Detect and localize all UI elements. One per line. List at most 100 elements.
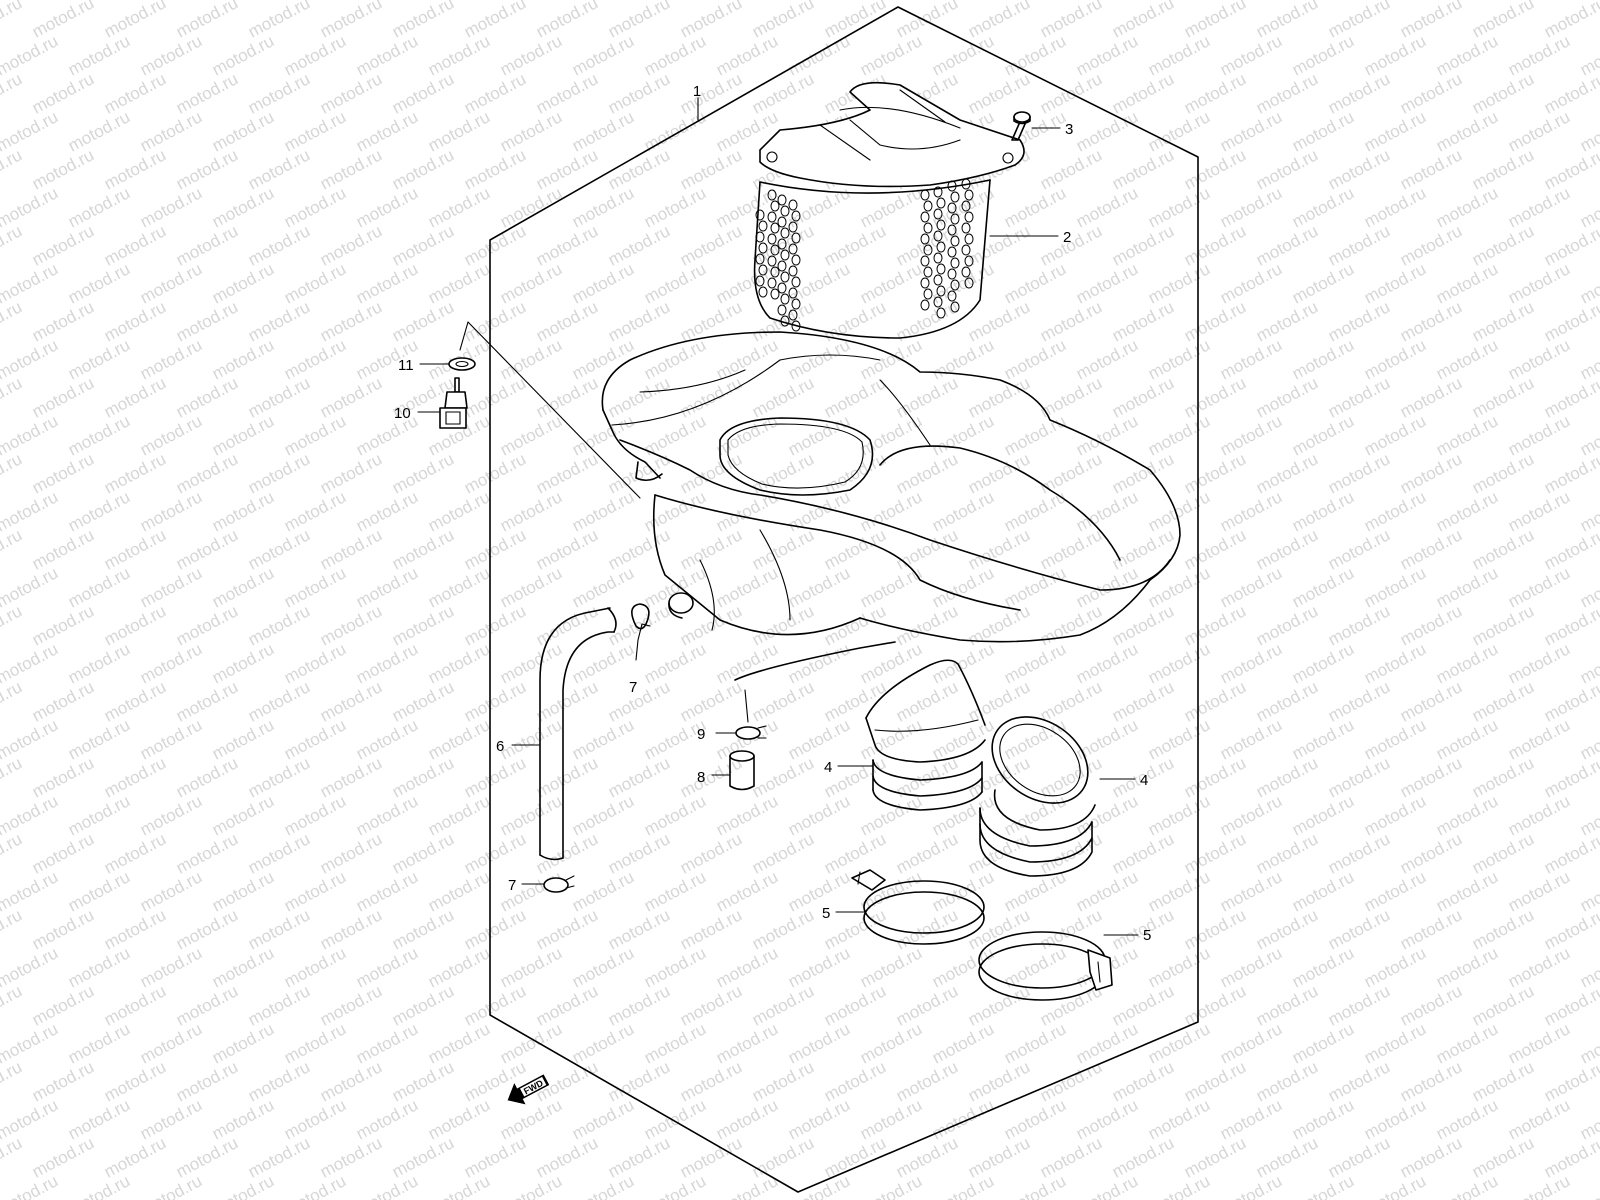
watermark-text: motod.ru bbox=[281, 487, 349, 535]
watermark-text: motod.ru bbox=[1541, 145, 1600, 193]
watermark-text: motod.ru bbox=[209, 791, 277, 839]
watermark-text: motod.ru bbox=[965, 981, 1033, 1029]
filter-hole bbox=[755, 209, 765, 221]
watermark-text: motod.ru bbox=[677, 297, 745, 345]
filter-hole bbox=[936, 285, 946, 297]
watermark-text: motod.ru bbox=[425, 487, 493, 535]
watermark-text: motod.ru bbox=[461, 981, 529, 1029]
watermark-text: motod.ru bbox=[1397, 1133, 1465, 1181]
watermark-text: motod.ru bbox=[1469, 0, 1537, 42]
watermark-text: motod.ru bbox=[65, 639, 133, 687]
watermark-text: motod.ru bbox=[137, 183, 205, 231]
watermark-text: motod.ru bbox=[65, 1171, 133, 1200]
watermark-text: motod.ru bbox=[317, 297, 385, 345]
intake-air-temp-sensor bbox=[417, 377, 468, 429]
filter-hole bbox=[964, 211, 974, 223]
filter-hole bbox=[758, 220, 768, 232]
watermark-text: motod.ru bbox=[1397, 905, 1465, 953]
watermark-text: motod.ru bbox=[965, 0, 1033, 42]
watermark-text: motod.ru bbox=[101, 145, 169, 193]
filter-hole bbox=[780, 227, 790, 239]
watermark-text: motod.ru bbox=[173, 525, 241, 573]
filter-hole bbox=[964, 233, 974, 245]
watermark-text: motod.ru bbox=[1217, 715, 1285, 763]
watermark-text: motod.ru bbox=[353, 1171, 421, 1200]
watermark-text: motod.ru bbox=[1541, 297, 1600, 345]
watermark-text: motod.ru bbox=[101, 221, 169, 269]
watermark-text: motod.ru bbox=[1217, 31, 1285, 79]
watermark-text: motod.ru bbox=[1325, 221, 1393, 269]
watermark-text: motod.ru bbox=[533, 1133, 601, 1181]
watermark-text: motod.ru bbox=[1505, 639, 1573, 687]
watermark-text: motod.ru bbox=[1217, 259, 1285, 307]
watermark-text: motod.ru bbox=[173, 1057, 241, 1105]
watermark-text: motod.ru bbox=[1217, 867, 1285, 915]
watermark-text: motod.ru bbox=[1217, 1171, 1285, 1200]
watermark-text: motod.ru bbox=[353, 791, 421, 839]
watermark-text: motod.ru bbox=[677, 373, 745, 421]
watermark-text: motod.ru bbox=[749, 373, 817, 421]
watermark-text: motod.ru bbox=[1289, 1019, 1357, 1067]
watermark-text: motod.ru bbox=[1361, 487, 1429, 535]
watermark-text: motod.ru bbox=[1109, 601, 1177, 649]
watermark-text: motod.ru bbox=[1397, 69, 1465, 117]
watermark-text: motod.ru bbox=[713, 487, 781, 535]
watermark-text: motod.ru bbox=[785, 791, 853, 839]
watermark-text: motod.ru bbox=[605, 1057, 673, 1105]
watermark-text: motod.ru bbox=[1181, 981, 1249, 1029]
filter-hole bbox=[770, 222, 780, 234]
watermark-text: motod.ru bbox=[389, 829, 457, 877]
watermark-text: motod.ru bbox=[1037, 145, 1105, 193]
watermark-text: motod.ru bbox=[353, 31, 421, 79]
filter-hole bbox=[950, 235, 960, 247]
watermark-text: motod.ru bbox=[1541, 0, 1600, 42]
filter-hole bbox=[936, 263, 946, 275]
watermark-text: motod.ru bbox=[497, 487, 565, 535]
watermark-text: motod.ru bbox=[101, 69, 169, 117]
watermark-text: motod.ru bbox=[317, 1133, 385, 1181]
hose-clip-lower bbox=[521, 875, 575, 893]
watermark-text: motod.ru bbox=[317, 373, 385, 421]
filter-hole bbox=[964, 277, 974, 289]
watermark-text: motod.ru bbox=[1433, 1171, 1501, 1200]
watermark-text: motod.ru bbox=[209, 943, 277, 991]
watermark-text: motod.ru bbox=[1289, 335, 1357, 383]
watermark-text: motod.ru bbox=[1073, 31, 1141, 79]
watermark-text: motod.ru bbox=[209, 335, 277, 383]
watermark-text: motod.ru bbox=[1505, 715, 1573, 763]
watermark-text: motod.ru bbox=[605, 69, 673, 117]
watermark-text: motod.ru bbox=[1469, 829, 1537, 877]
watermark-text: motod.ru bbox=[893, 1057, 961, 1105]
filter-hole bbox=[964, 255, 974, 267]
watermark-text: motod.ru bbox=[677, 981, 745, 1029]
watermark-text: motod.ru bbox=[1181, 829, 1249, 877]
watermark-text: motod.ru bbox=[1469, 1057, 1537, 1105]
watermark-text: motod.ru bbox=[1109, 1133, 1177, 1181]
watermark-text: motod.ru bbox=[1181, 0, 1249, 42]
watermark-text: motod.ru bbox=[425, 639, 493, 687]
watermark-text: motod.ru bbox=[1397, 525, 1465, 573]
watermark-text: motod.ru bbox=[1109, 145, 1177, 193]
watermark-text: motod.ru bbox=[245, 297, 313, 345]
watermark-text: motod.ru bbox=[137, 943, 205, 991]
callout-6: 6 bbox=[496, 738, 504, 755]
watermark-text: motod.ru bbox=[1145, 335, 1213, 383]
watermark-text: motod.ru bbox=[893, 981, 961, 1029]
filter-hole bbox=[777, 260, 787, 272]
watermark-text: motod.ru bbox=[641, 943, 709, 991]
watermark-text: motod.ru bbox=[425, 31, 493, 79]
watermark-text: motod.ru bbox=[1181, 1133, 1249, 1181]
watermark-text: motod.ru bbox=[1109, 677, 1177, 725]
watermark-text: motod.ru bbox=[461, 145, 529, 193]
watermark-text: motod.ru bbox=[749, 601, 817, 649]
watermark-text: motod.ru bbox=[353, 183, 421, 231]
watermark-text: motod.ru bbox=[857, 259, 925, 307]
watermark-text: motod.ru bbox=[1289, 1095, 1357, 1143]
watermark-text: motod.ru bbox=[245, 981, 313, 1029]
watermark-text: motod.ru bbox=[1109, 525, 1177, 573]
watermark-text: motod.ru bbox=[245, 1057, 313, 1105]
watermark-text: motod.ru bbox=[317, 449, 385, 497]
watermark-text: motod.ru bbox=[1001, 1095, 1069, 1143]
